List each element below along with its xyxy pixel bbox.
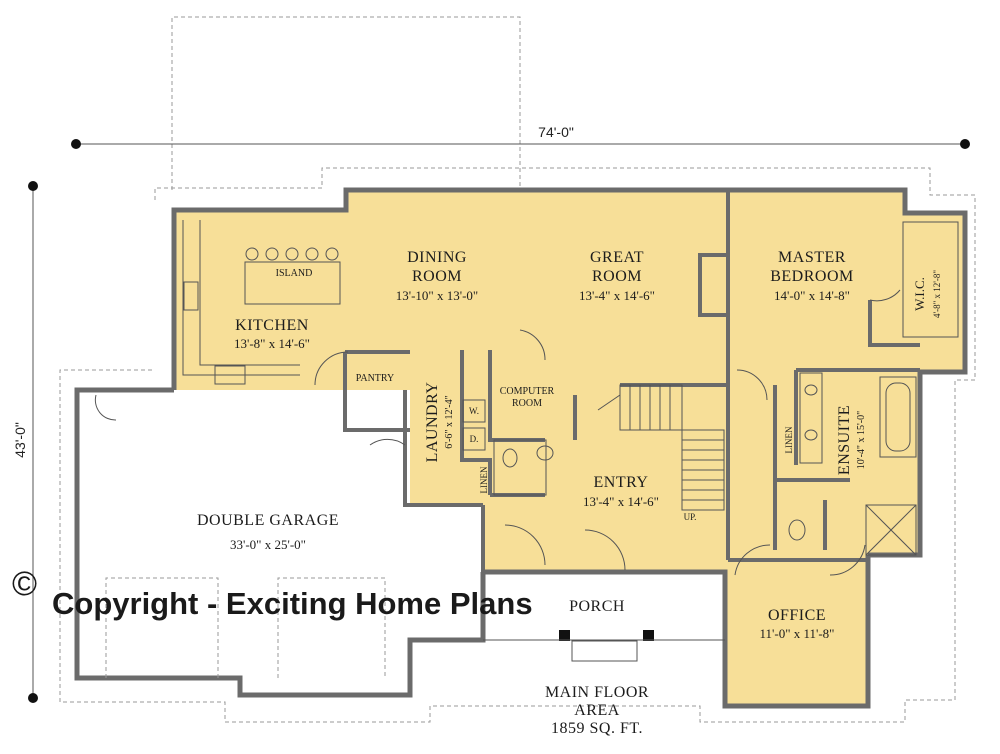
office-label: OFFICE (768, 607, 826, 624)
dryer-label: D. (470, 434, 479, 444)
master-bedroom-label: MASTER (778, 249, 846, 266)
area-label-2: AREA (574, 702, 620, 719)
stairs-up-label: UP. (684, 512, 697, 522)
laundry-fixtures (462, 399, 554, 496)
computer-room-label-2: ROOM (512, 398, 542, 409)
kitchen-size: 13'-8" x 14'-6" (234, 336, 310, 351)
great-room-label: GREAT (590, 249, 644, 266)
exterior-walls (74, 187, 968, 709)
staircase (597, 384, 725, 511)
island-label: ISLAND (276, 268, 313, 279)
garage-floor (77, 390, 483, 695)
laundry-label: LAUNDRY (424, 382, 441, 463)
dining-room-size: 13'-10" x 13'-0" (396, 288, 478, 303)
dimension-lines (28, 139, 970, 703)
entry-size: 13'-4" x 14'-6" (583, 494, 659, 509)
copyright-symbol: © (12, 565, 37, 603)
copyright-text: Copyright - Exciting Home Plans (52, 586, 533, 621)
office-size: 11'-0" x 11'-8" (760, 626, 835, 641)
pantry-label: PANTRY (356, 373, 395, 384)
laundry-size: 6'-6" x 12'-4" (444, 395, 455, 448)
great-room-size: 13'-4" x 14'-6" (579, 288, 655, 303)
door-swings (94, 289, 901, 576)
garage-size: 33'-0" x 25'-0" (230, 537, 306, 552)
porch (483, 630, 725, 662)
computer-room-label: COMPUTER (500, 386, 555, 397)
master-bedroom-size: 14'-0" x 14'-8" (774, 288, 850, 303)
garage-label: DOUBLE GARAGE (197, 512, 339, 529)
wic-size: 4'-8" x 12'-8" (932, 270, 942, 318)
garage-door (105, 577, 386, 678)
kitchen-counters (182, 220, 341, 385)
dining-room-label: DINING (407, 249, 467, 266)
area-label-3: 1859 SQ. FT. (551, 720, 643, 737)
ensuite-label: ENSUITE (836, 405, 853, 475)
depth-dimension: 43'-0" (12, 422, 28, 458)
porch-label: PORCH (569, 598, 625, 615)
linen-label-1: LINEN (479, 466, 489, 493)
dashed-outlines (59, 16, 976, 723)
dining-room-label-2: ROOM (412, 268, 462, 285)
wic-label: W.I.C. (912, 277, 927, 311)
area-label-1: MAIN FLOOR (545, 684, 649, 701)
washer-label: W. (469, 406, 479, 416)
linen-label-2: LINEN (784, 426, 794, 453)
kitchen-label: KITCHEN (235, 317, 309, 334)
house-floor (174, 190, 965, 706)
ensuite-size: 10'-4" x 15'-0" (856, 411, 867, 469)
width-dimension: 74'-0" (538, 124, 574, 140)
great-room-label-2: ROOM (592, 268, 642, 285)
entry-label: ENTRY (594, 474, 649, 491)
ensuite-fixtures (788, 221, 959, 556)
master-bedroom-label-2: BEDROOM (770, 268, 854, 285)
